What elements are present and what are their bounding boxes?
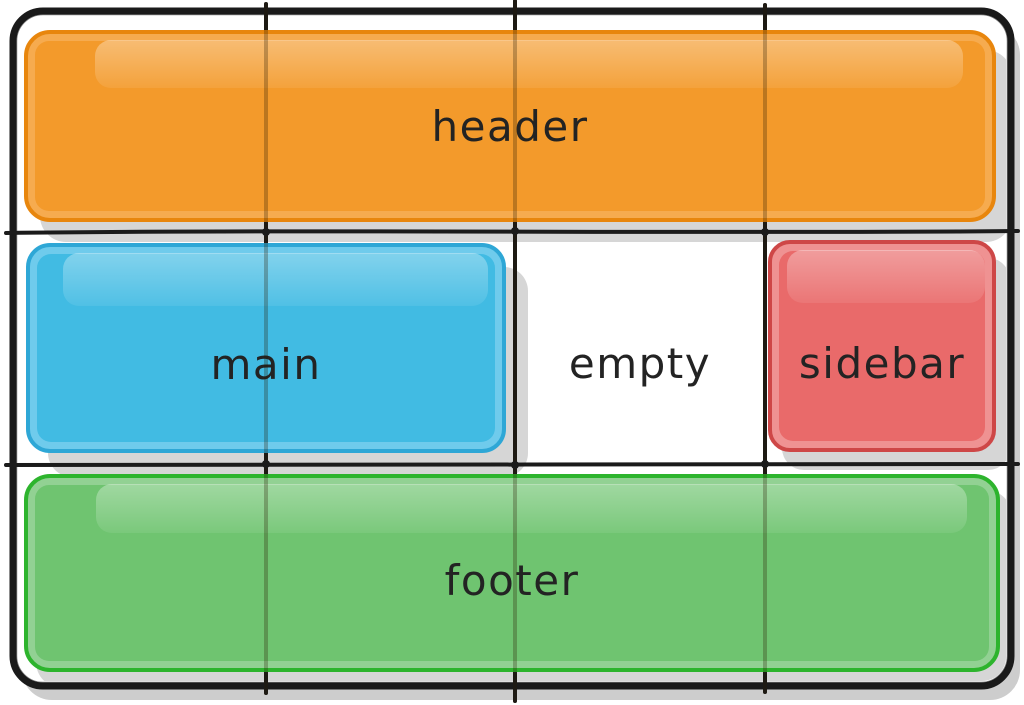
header-label: header <box>431 101 589 151</box>
sidebar-label: sidebar <box>798 338 966 388</box>
grid-area-header: header <box>24 30 996 222</box>
grid-area-main: main <box>26 243 506 453</box>
header-block-gloss <box>95 40 964 88</box>
empty-label: empty <box>568 339 712 388</box>
footer-label: footer <box>444 555 580 605</box>
grid-area-footer: footer <box>24 474 1000 672</box>
footer-block-gloss <box>95 484 967 534</box>
grid-area-empty: empty <box>517 233 763 462</box>
grid-area-sidebar: sidebar <box>768 240 996 452</box>
sidebar-block-gloss <box>787 250 986 304</box>
main-block-gloss <box>63 253 488 306</box>
main-label: main <box>210 339 322 389</box>
